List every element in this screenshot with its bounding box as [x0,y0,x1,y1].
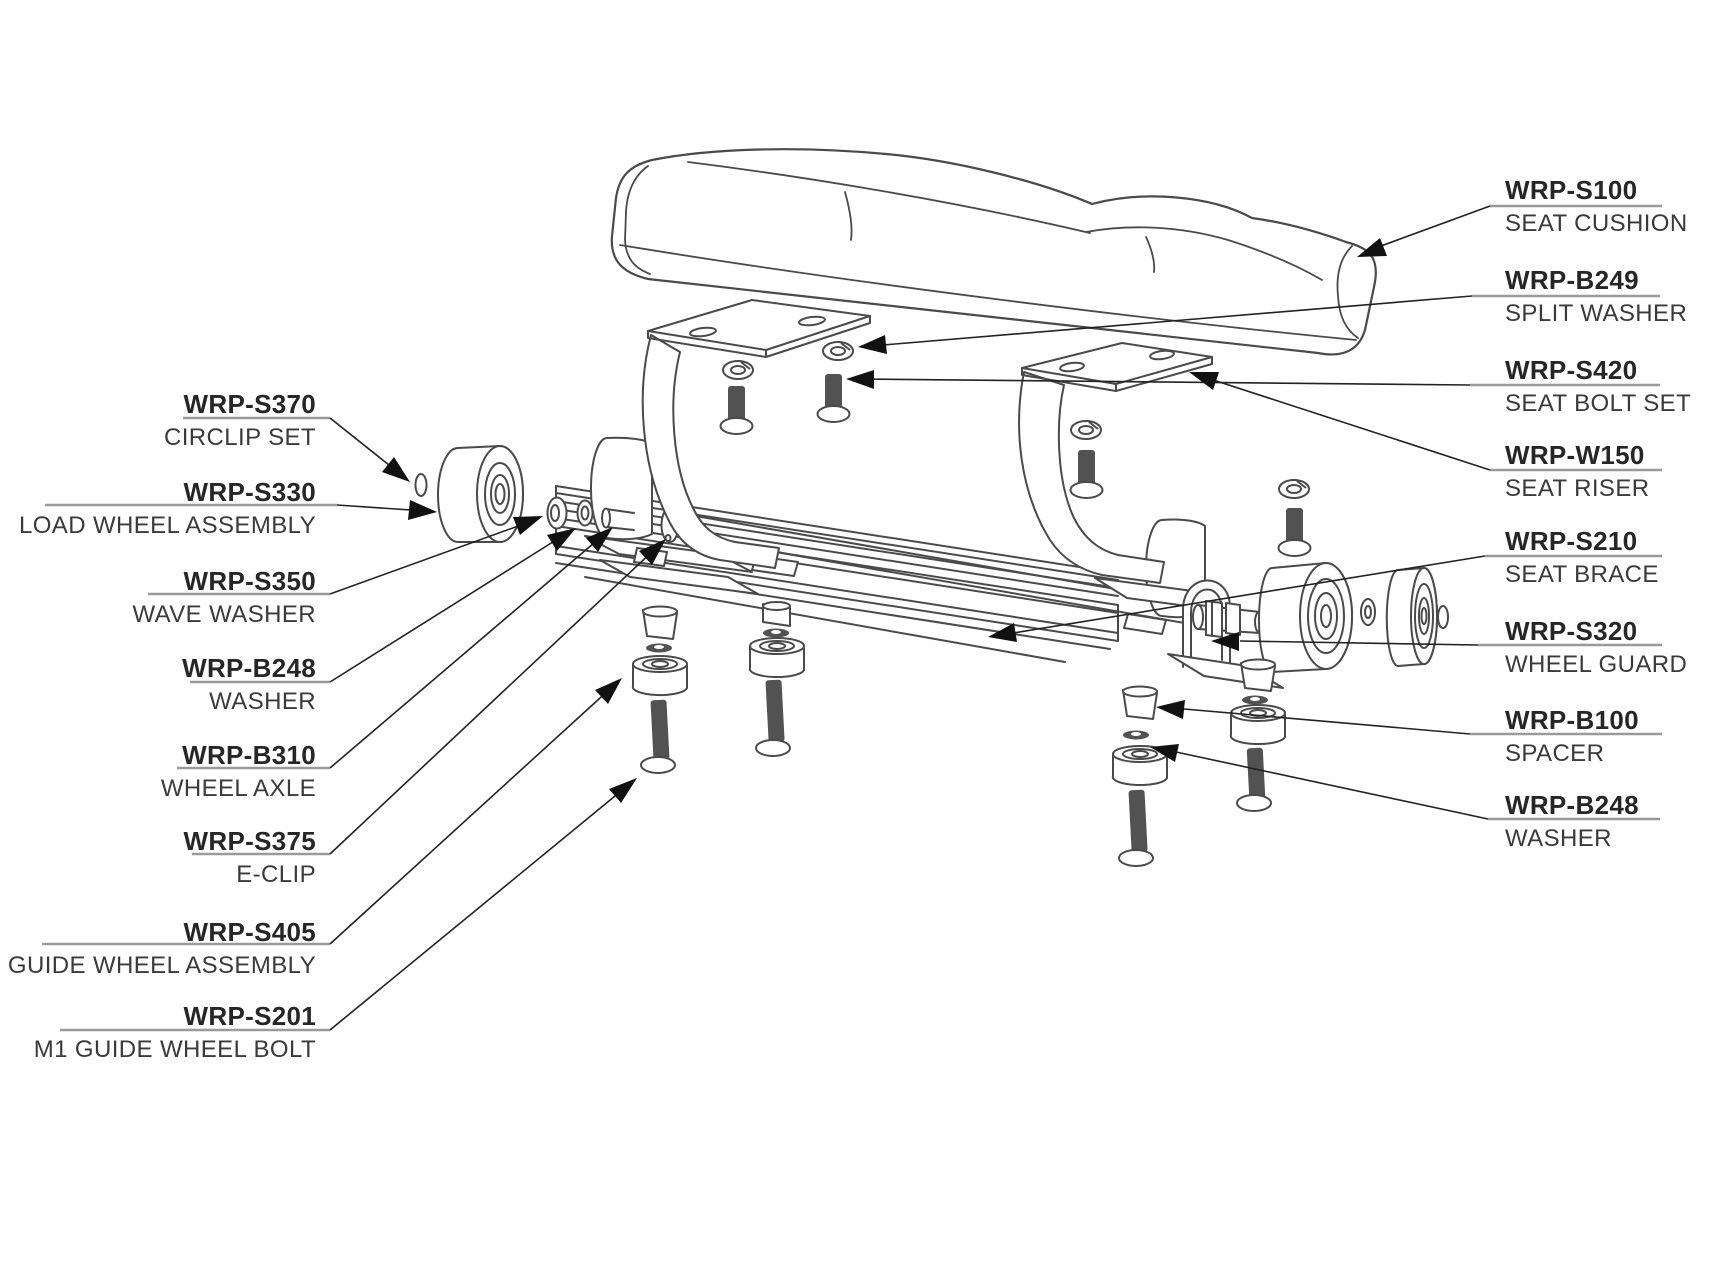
part-name: SEAT BOLT SET [1505,390,1692,417]
arrowhead-icon [609,778,637,803]
guide-wheel-stack [1111,685,1168,867]
washer-part [576,499,594,527]
label-wrp-s330: WRP-S330 LOAD WHEEL ASSEMBLY [0,479,330,538]
label-wrp-b249: WRP-B249 SPLIT WASHER [1505,267,1721,326]
label-underlines [42,204,1662,1032]
leader-arrowheads [382,238,1387,803]
arrowhead-icon [382,457,410,482]
load-wheel-assembly-drawing [414,436,680,543]
seat-bolt-set-left-drawing [719,341,854,435]
part-name: SPLIT WASHER [1505,300,1688,327]
label-wrp-s201: WRP-S201 M1 GUIDE WHEEL BOLT [0,1003,330,1062]
arrowhead-icon [586,527,613,552]
arrowhead-icon [1150,744,1179,762]
guide-wheel-stacks-drawing [631,605,1286,867]
guide-wheel-stack [1229,658,1286,812]
part-name: SEAT RISER [1505,475,1650,502]
part-name: WAVE WASHER [132,601,316,628]
part-number: WRP-W150 [1505,440,1645,470]
label-wrp-b100: WRP-B100 SPACER [1505,707,1721,766]
split-washer-part [822,341,854,361]
arrowhead-icon [595,678,622,704]
label-wrp-s210: WRP-S210 SEAT BRACE [1505,528,1721,587]
part-number: WRP-S320 [1505,616,1638,646]
part-number: WRP-B310 [182,740,316,770]
arrowhead-icon [547,528,576,551]
part-name: WASHER [1505,825,1612,852]
part-name: WHEEL AXLE [160,775,316,802]
part-number: WRP-S201 [183,1001,316,1031]
part-name: GUIDE WHEEL ASSEMBLY [7,952,316,979]
seat-riser-left-drawing [584,299,871,595]
part-name: SEAT BRACE [1505,561,1659,588]
part-number: WRP-S330 [183,477,316,507]
arrowhead-icon [1357,238,1387,257]
label-wrp-b248-left: WRP-B248 WASHER [0,655,330,714]
arrowhead-icon [846,370,874,389]
part-name: M1 GUIDE WHEEL BOLT [33,1036,316,1063]
part-number: WRP-S350 [183,566,316,596]
guide-wheel-stack [748,628,805,757]
part-number: WRP-B249 [1505,265,1639,295]
part-number: WRP-B248 [182,653,316,683]
seat-bolt-set-right-drawing [1069,420,1312,557]
label-wrp-s405: WRP-S405 GUIDE WHEEL ASSEMBLY [0,919,330,978]
arrowhead-icon [1211,632,1239,651]
split-washer-part [1278,479,1310,499]
split-washer-part [1070,420,1102,440]
circlip-part [414,473,428,497]
seat-riser-right-drawing [1018,342,1233,619]
part-number: WRP-S420 [1505,355,1638,385]
circlip-part [1437,605,1449,629]
arrowhead-icon [858,335,887,354]
part-number: WRP-S405 [183,917,316,947]
part-name: WASHER [209,688,316,715]
seat-cushion-drawing [610,148,1377,356]
part-name: LOAD WHEEL ASSEMBLY [18,512,316,539]
guide-wheel-stack [631,605,688,774]
label-wrp-s350: WRP-S350 WAVE WASHER [0,568,330,627]
arrowhead-icon [639,539,666,565]
part-name: SPACER [1505,740,1605,767]
leader-lines [329,205,1491,1031]
part-name: CIRCLIP SET [164,424,316,451]
arrowhead-icon [1156,700,1185,719]
part-number: WRP-S210 [1505,526,1638,556]
part-number: WRP-S370 [183,389,316,419]
arrowhead-icon [408,500,437,520]
arrowhead-icon [988,623,1017,642]
part-number: WRP-B100 [1505,705,1639,735]
right-wheel-cluster-drawing [1167,562,1449,689]
label-wrp-b310: WRP-B310 WHEEL AXLE [0,742,330,801]
label-wrp-s100: WRP-S100 SEAT CUSHION [1505,177,1721,236]
label-wrp-s375: WRP-S375 E-CLIP [0,828,330,887]
part-name: WHEEL GUARD [1505,651,1688,678]
label-wrp-w150: WRP-W150 SEAT RISER [1505,442,1721,501]
part-number: WRP-S375 [183,826,316,856]
part-name: SEAT CUSHION [1505,210,1688,237]
arrowhead-icon [1189,372,1219,390]
label-wrp-b248-right: WRP-B248 WASHER [1505,792,1721,851]
part-name: E-CLIP [236,861,316,888]
part-number: WRP-B248 [1505,790,1639,820]
part-number: WRP-S100 [1505,175,1638,205]
arrowhead-icon [513,516,543,535]
split-washer-part [722,360,754,380]
label-wrp-s320: WRP-S320 WHEEL GUARD [1505,618,1721,677]
label-wrp-s370: WRP-S370 CIRCLIP SET [0,391,330,450]
label-wrp-s420: WRP-S420 SEAT BOLT SET [1505,357,1721,416]
